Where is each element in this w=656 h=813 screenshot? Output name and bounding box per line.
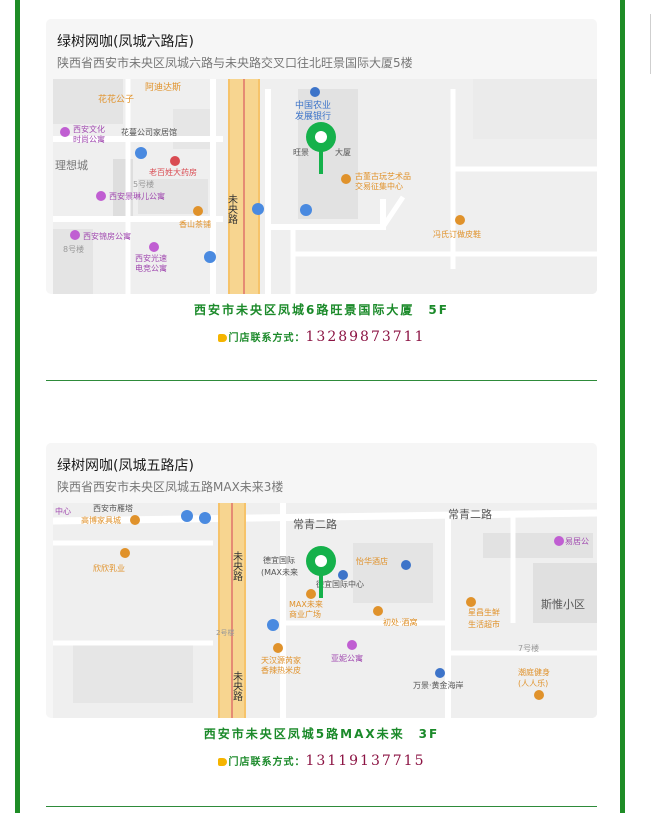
map-label: 冯氏订做皮鞋	[433, 229, 481, 239]
map-label: 香辣热米皮	[261, 665, 301, 675]
map-label: MAX未来	[289, 599, 323, 609]
map-label: 交易征集中心	[355, 181, 403, 191]
map-label: 花花公子	[98, 93, 134, 105]
scroll-edge	[650, 14, 651, 74]
map-label: 斯惟小区	[541, 598, 585, 611]
road-label: 常青二路	[293, 518, 337, 531]
map-label: 5号楼	[133, 179, 154, 189]
location-card[interactable]: 绿树网咖(凤城五路店) 陕西省西安市未央区凤城五路MAX未来3楼	[46, 443, 597, 718]
map-label: 高博家具城	[81, 515, 121, 525]
map-label: 星昌生鲜	[468, 607, 500, 617]
road-label: 未央路	[231, 551, 243, 582]
section-divider	[46, 380, 597, 381]
map-label: 潮庭健身	[518, 667, 550, 677]
map-label: 花蔓公司家居馆	[121, 127, 177, 137]
store-contact: 门店联系方式：13289873711	[46, 326, 597, 345]
map-label: 商业广场	[289, 609, 321, 619]
store-name: 绿树网咖(凤城六路店)	[57, 34, 194, 50]
road-label: 常青二路	[448, 508, 492, 521]
map-label: 理想城	[55, 158, 88, 172]
map-label: 古董古玩艺术品	[355, 171, 411, 181]
map-label: 香山茶铺	[179, 219, 211, 229]
map-label: 万景·黄金海岸	[413, 680, 464, 690]
road-label: 未央路	[226, 194, 238, 225]
pointing-hand-icon	[217, 758, 227, 766]
contact-label: 门店联系方式：	[228, 333, 306, 344]
map-label: 德宜国际中心	[316, 579, 364, 589]
map-label: 时尚公寓	[73, 134, 105, 144]
store-contact: 门店联系方式：13119137715	[46, 750, 597, 769]
phone-number[interactable]: 13289873711	[305, 329, 426, 345]
map-label: 西安景琳儿公寓	[109, 191, 165, 201]
map-label: (MAX未来	[261, 567, 298, 577]
map-label: 天汉源芮家	[261, 655, 301, 665]
frame-border-right	[620, 0, 625, 813]
map-label: 西安市雁塔	[93, 503, 133, 513]
map-label: 老百姓大药房	[149, 167, 197, 177]
map-view[interactable]: 中心 西安市雁塔 高博家具城 常青二路 常青二路 易居公 欣欣乳业 德宜国际 (…	[53, 503, 597, 718]
map-label: 电竞公寓	[135, 263, 167, 273]
road-label: 未央路	[231, 671, 243, 702]
store-caption: 西安市未央区凤城5路MAX未来 3F	[203, 727, 440, 741]
location-pin-icon	[306, 122, 336, 174]
contact-label: 门店联系方式：	[228, 757, 306, 768]
map-label: 7号楼	[518, 643, 539, 653]
map-label: 西安锦房公寓	[83, 231, 131, 241]
store-name: 绿树网咖(凤城五路店)	[57, 458, 194, 474]
store-address: 陕西省西安市未央区凤城五路MAX未来3楼	[57, 480, 284, 494]
map-label: 初处·酒窝	[383, 617, 418, 627]
frame-border-left	[15, 0, 20, 813]
map-label: 8号楼	[63, 244, 84, 254]
phone-number[interactable]: 13119137715	[305, 753, 426, 769]
store-address: 陕西省西安市未央区凤城六路与未央路交叉口往北旺景国际大厦5楼	[57, 56, 413, 70]
svg-text:未央路: 未央路	[231, 671, 243, 702]
map-view[interactable]: 花花公子 阿迪达斯 中国农业 发展银行 西安文化 时尚公寓 花蔓公司家居馆 理想…	[53, 79, 597, 294]
map-label: 生活超市	[468, 619, 500, 629]
map-label: 怡华酒店	[356, 556, 388, 566]
location-card[interactable]: 绿树网咖(凤城六路店) 陕西省西安市未央区凤城六路与未央路交叉口往北旺景国际大厦…	[46, 19, 597, 294]
map-label: 易居公	[565, 537, 589, 546]
map-label: 西安光速	[135, 253, 167, 263]
map-label: 大厦	[335, 147, 351, 157]
map-label: 德宜国际	[263, 555, 295, 565]
svg-text:未央路: 未央路	[226, 194, 238, 225]
map-label: 2号楼	[216, 628, 234, 637]
map-label: 西安文化	[73, 124, 105, 134]
pointing-hand-icon	[217, 334, 227, 342]
map-label: 阿迪达斯	[145, 81, 181, 93]
store-caption: 西安市未央区凤城6路旺景国际大厦 5F	[194, 303, 449, 317]
location-pin-icon	[306, 546, 336, 598]
svg-text:未央路: 未央路	[231, 551, 243, 582]
section-divider	[46, 806, 597, 807]
map-label: 亚妮公寓	[331, 653, 363, 663]
map-label: (人人乐)	[518, 678, 548, 688]
map-label: 中国农业	[295, 99, 331, 111]
map-label: 发展银行	[295, 110, 331, 122]
map-label: 中心	[55, 506, 71, 516]
map-label: 欣欣乳业	[93, 563, 125, 573]
map-label: 旺景	[293, 148, 309, 157]
